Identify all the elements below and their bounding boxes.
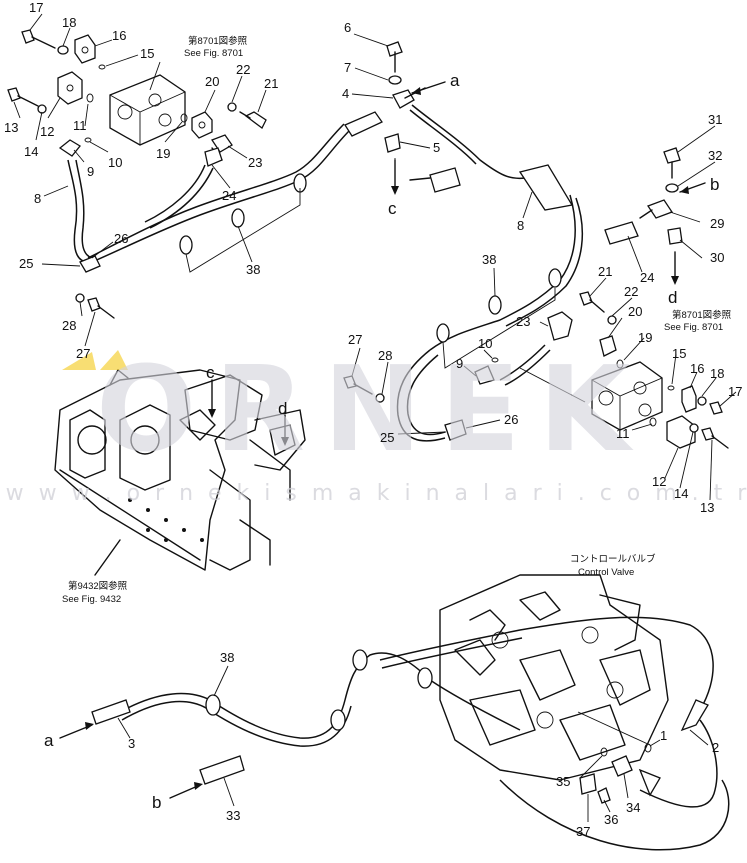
- callout-18-right: 18: [710, 366, 724, 381]
- callout-23-right: 23: [516, 314, 530, 329]
- ref-fig8701-top-en: See Fig. 8701: [184, 48, 243, 59]
- callout-20: 20: [205, 74, 219, 89]
- control-valve-label-en: Control Valve: [578, 567, 634, 578]
- callout-2: 2: [712, 740, 719, 755]
- letter-a-top: a: [450, 71, 460, 90]
- callout-9-right: 9: [456, 356, 463, 371]
- letter-c-frame: c: [206, 363, 215, 382]
- callout-4: 4: [342, 86, 349, 101]
- callout-28-right: 28: [378, 348, 392, 363]
- callout-1: 1: [660, 728, 667, 743]
- letter-d-frame: d: [278, 399, 287, 418]
- callout-3: 3: [128, 736, 135, 751]
- callout-25-right: 25: [380, 430, 394, 445]
- callout-19: 19: [156, 146, 170, 161]
- callout-10-right: 10: [478, 336, 492, 351]
- ref-fig8701-right-jp: 第8701図参照: [672, 309, 732, 321]
- callout-33: 33: [226, 808, 240, 823]
- ref-fig9432-en: See Fig. 9432: [62, 594, 121, 605]
- callout-14-right: 14: [674, 486, 688, 501]
- callout-37: 37: [576, 824, 590, 839]
- callout-32: 32: [708, 148, 722, 163]
- callout-14: 14: [24, 144, 38, 159]
- callout-34: 34: [626, 800, 640, 815]
- callout-21-right: 21: [598, 264, 612, 279]
- ref-fig8701-right-en: See Fig. 8701: [664, 322, 723, 333]
- callout-35: 35: [556, 774, 570, 789]
- callout-17: 17: [29, 0, 43, 15]
- callout-11: 11: [73, 118, 87, 133]
- letter-c-top: c: [388, 199, 397, 218]
- top-left-valve-assembly: [7, 29, 186, 263]
- callout-13-right: 13: [700, 500, 714, 515]
- watermark: ORNEK w w w . o r n e k i s m a k i n a …: [6, 340, 747, 506]
- control-valve-label-jp: コントロールバルブ: [570, 553, 656, 565]
- callout-27-right: 27: [348, 332, 362, 347]
- callout-17-right: 17: [728, 384, 742, 399]
- callout-38-bottom: 38: [220, 650, 234, 665]
- machine-frame: [54, 369, 306, 576]
- callout-31: 31: [708, 112, 722, 127]
- callout-15-right: 15: [672, 346, 686, 361]
- callout-22: 22: [236, 62, 250, 77]
- connection-letters: a c b d c d a b: [44, 71, 719, 812]
- callout-29: 29: [710, 216, 724, 231]
- callout-22-right: 22: [624, 284, 638, 299]
- watermark-brand: ORNEK: [96, 340, 648, 478]
- callout-9: 9: [87, 164, 94, 179]
- letter-b-top: b: [710, 175, 719, 194]
- watermark-url: w w w . o r n e k i s m a k i n a l a r …: [6, 481, 747, 506]
- callout-16: 16: [112, 28, 126, 43]
- letter-d-top: d: [668, 288, 677, 307]
- callout-26: 26: [114, 231, 128, 246]
- callout-28: 28: [62, 318, 76, 333]
- callout-24: 24: [222, 188, 236, 203]
- callout-19-right: 19: [638, 330, 652, 345]
- leader-lines: [13, 13, 737, 822]
- callout-numbers: 17 18 16 15 13 12 14 11 9 10 8 20 22 21 …: [4, 0, 742, 839]
- callout-21: 21: [264, 76, 278, 91]
- callout-30: 30: [710, 250, 724, 265]
- callout-15: 15: [140, 46, 154, 61]
- callout-26-right: 26: [504, 412, 518, 427]
- reference-notes: 第8701図参照 See Fig. 8701 第8701図参照 See Fig.…: [62, 35, 732, 605]
- callout-27: 27: [76, 346, 90, 361]
- callout-12: 12: [40, 124, 54, 139]
- callout-38-right: 38: [482, 252, 496, 267]
- callout-24-right: 24: [640, 270, 654, 285]
- callout-13: 13: [4, 120, 18, 135]
- callout-6: 6: [344, 20, 351, 35]
- callout-38: 38: [246, 262, 260, 277]
- callout-12-right: 12: [652, 474, 666, 489]
- top-switch-parts: [144, 102, 267, 229]
- callout-11-right: 11: [616, 426, 630, 441]
- flow-arrows: [59, 81, 706, 799]
- control-valve-assembly: [91, 574, 730, 851]
- callout-23: 23: [248, 155, 262, 170]
- callout-8-right: 8: [517, 218, 524, 233]
- callout-10: 10: [108, 155, 122, 170]
- callout-8: 8: [34, 191, 41, 206]
- callout-16-right: 16: [690, 361, 704, 376]
- top-hose-run: [75, 111, 383, 319]
- callout-25: 25: [19, 256, 33, 271]
- letter-a-bottom: a: [44, 731, 54, 750]
- right-upper-fittings: [396, 147, 683, 442]
- right-valve-assembly: [343, 291, 729, 449]
- ref-fig9432-jp: 第9432図参照: [68, 580, 128, 592]
- center-fitting-parts: [384, 41, 574, 211]
- callout-7: 7: [344, 60, 351, 75]
- callout-20-right: 20: [628, 304, 642, 319]
- callout-36: 36: [604, 812, 618, 827]
- callout-5: 5: [433, 140, 440, 155]
- ref-fig8701-top-jp: 第8701図参照: [188, 35, 248, 47]
- callout-18: 18: [62, 15, 76, 30]
- letter-b-bottom: b: [152, 793, 161, 812]
